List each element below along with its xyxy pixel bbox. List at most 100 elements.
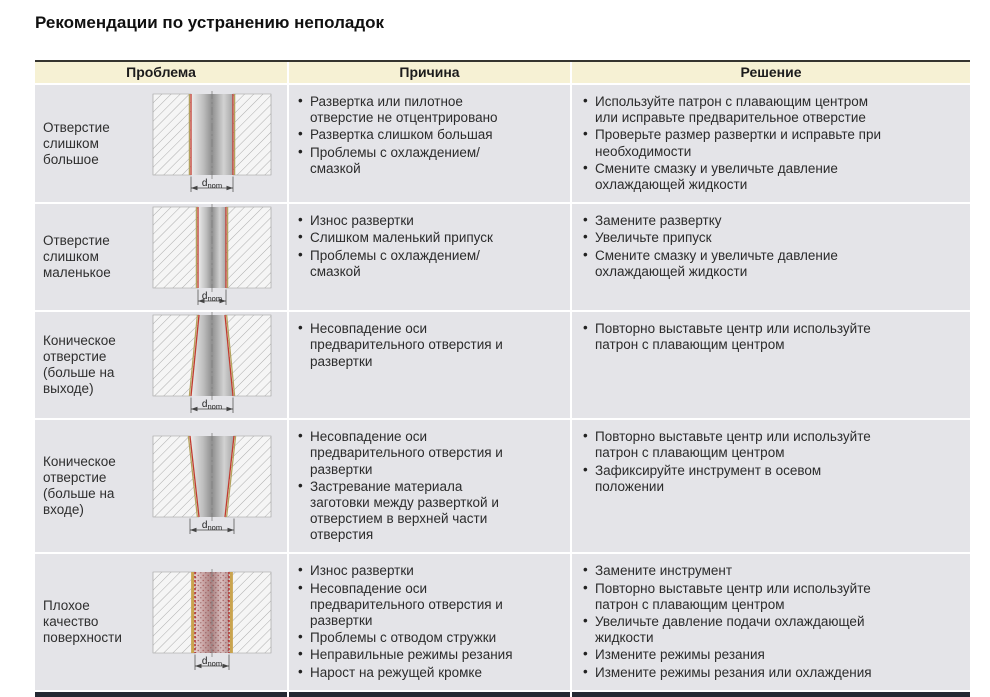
bore-wall-left xyxy=(187,436,199,518)
hole-cross-section-figure: dnom xyxy=(137,312,287,418)
dim-arrow-left xyxy=(198,298,205,304)
header-cause: Причина xyxy=(287,62,570,83)
dim-arrow-right xyxy=(219,298,226,304)
header-problem: Проблема xyxy=(126,64,196,80)
solution-item: Смените смазку и увеличьте давление охла… xyxy=(582,160,892,193)
footer-segment xyxy=(570,691,970,697)
cause-list: Несовпадение оси предварительного отверс… xyxy=(297,428,524,543)
cause-item: Несовпадение оси предварительного отверс… xyxy=(297,580,524,630)
dim-label: dnom xyxy=(202,656,222,668)
bore-edge-left xyxy=(189,436,200,518)
solution-cell: Замените инструментПовторно выставьте це… xyxy=(570,554,970,690)
cause-list: Износ разверткиНесовпадение оси предвари… xyxy=(297,562,524,681)
dim-arrow-left xyxy=(191,185,198,190)
cause-list: Износ разверткиСлишком маленький припуск… xyxy=(297,212,524,280)
hole-cross-section-figure: dnom xyxy=(137,204,287,310)
table-row: Коническое отверстие (больше на выходе) … xyxy=(35,312,970,419)
hole-cross-section: dnom xyxy=(152,312,272,414)
table-header-row: Проблема Причина Решение xyxy=(35,62,970,83)
bore-wall-left xyxy=(188,315,199,397)
solution-item: Зафиксируйте инструмент в осевом положен… xyxy=(582,461,892,495)
footer-segment xyxy=(287,691,570,697)
problem-cell: Коническое отверстие (больше на входе) d… xyxy=(35,420,287,552)
solution-list: Используйте патрон с плавающим центром и… xyxy=(582,93,892,193)
dim-label: dnom xyxy=(202,178,222,190)
cause-item: Развертка слишком большая xyxy=(297,126,524,143)
hole-cross-section: dnom xyxy=(152,90,272,192)
solution-cell: Повторно выставьте центр или используйте… xyxy=(570,420,970,553)
problem-label: Отверстие слишком большое xyxy=(43,119,110,167)
dim-label: dnom xyxy=(202,399,222,411)
bore-wall-right xyxy=(225,315,236,397)
table-row: Отверстие слишком большое dnom Развертка… xyxy=(35,85,970,203)
material-hatch-right xyxy=(232,93,272,175)
bore-edge-right xyxy=(224,315,234,397)
hole-cross-section-figure: dnom xyxy=(137,85,287,202)
cause-item: Износ развертки xyxy=(297,562,524,579)
solution-cell: Замените разверткуУвеличьте припускСмени… xyxy=(570,204,970,311)
solution-list: Замените разверткуУвеличьте припускСмени… xyxy=(582,212,892,280)
solution-item: Увеличьте давление подачи охлаждающей жи… xyxy=(582,613,892,646)
dim-arrow-left xyxy=(191,406,198,412)
troubleshooting-table: Проблема Причина Решение Отверстие слишк… xyxy=(35,60,970,697)
material-hatch-left xyxy=(152,93,192,175)
solution-cell: Используйте патрон с плавающим центром и… xyxy=(570,85,970,203)
solution-item: Повторно выставьте центр или используйте… xyxy=(582,580,892,613)
dim-arrow-right xyxy=(226,185,233,190)
solution-item: Измените режимы резания или охлаждения xyxy=(582,664,892,681)
problem-cell: Плохое качество поверхности dnom xyxy=(35,554,287,689)
solution-item: Повторно выставьте центр или используйте… xyxy=(582,320,892,353)
solution-item: Проверьте размер развертки и исправьте п… xyxy=(582,126,892,159)
bore-edge-left xyxy=(190,315,200,397)
hole-cross-section-figure: dnom xyxy=(137,420,287,552)
solution-list: Замените инструментПовторно выставьте це… xyxy=(582,562,892,681)
hole-cross-section: dnom xyxy=(152,433,272,535)
material-hatch-right xyxy=(228,571,272,654)
solution-item: Измените режимы резания xyxy=(582,646,892,663)
cause-list: Развертка или пилотное отверстие не отце… xyxy=(297,93,524,177)
bore-wall-right xyxy=(225,436,237,518)
cause-cell: Износ разверткиНесовпадение оси предвари… xyxy=(287,554,570,690)
cause-item: Развертка или пилотное отверстие не отце… xyxy=(297,93,524,126)
dim-arrow-left xyxy=(190,528,197,533)
dim-label: dnom xyxy=(202,291,222,303)
solution-item: Смените смазку и увеличьте давление охла… xyxy=(582,246,892,280)
table-row: Плохое качество поверхности dnom Износ р… xyxy=(35,554,970,690)
dim-arrow-right xyxy=(227,528,234,533)
problem-label: Коническое отверстие (больше на выходе) xyxy=(43,333,116,397)
dim-arrow-left xyxy=(195,663,202,669)
hole-cross-section: dnom xyxy=(152,569,272,671)
header-solution: Решение xyxy=(570,62,970,83)
solution-list: Повторно выставьте центр или используйте… xyxy=(582,320,892,353)
cause-item: Слишком маленький припуск xyxy=(297,229,524,246)
cause-item: Нарост на режущей кромке xyxy=(297,664,524,681)
cause-list: Несовпадение оси предварительного отверс… xyxy=(297,320,524,370)
footer-segment xyxy=(35,691,287,697)
dim-arrow-right xyxy=(222,663,229,669)
problem-cell: Коническое отверстие (больше на выходе) … xyxy=(35,312,287,418)
page-title: Рекомендации по устранению неполадок xyxy=(35,13,385,32)
solution-cell: Повторно выставьте центр или используйте… xyxy=(570,312,970,419)
solution-item: Замените развертку xyxy=(582,212,892,229)
material-hatch-right xyxy=(225,206,272,289)
solution-item: Замените инструмент xyxy=(582,562,892,579)
table-footer-bar xyxy=(35,691,970,697)
problem-label: Коническое отверстие (больше на входе) xyxy=(43,454,116,518)
table-row: Коническое отверстие (больше на входе) d… xyxy=(35,420,970,553)
cause-item: Проблемы с отводом стружки xyxy=(297,629,524,646)
cause-cell: Износ разверткиСлишком маленький припуск… xyxy=(287,204,570,311)
problem-cell: Отверстие слишком большое dnom xyxy=(35,85,287,202)
cause-cell: Развертка или пилотное отверстие не отце… xyxy=(287,85,570,203)
cause-item: Несовпадение оси предварительного отверс… xyxy=(297,320,524,370)
solution-item: Повторно выставьте центр или используйте… xyxy=(582,428,892,461)
solution-item: Используйте патрон с плавающим центром и… xyxy=(582,93,892,126)
cause-item: Проблемы с охлаждением/смазкой xyxy=(297,144,524,177)
problem-cell: Отверстие слишком маленькое dnom xyxy=(35,204,287,310)
hole-cross-section: dnom xyxy=(152,204,272,306)
material-hatch-left xyxy=(152,571,196,654)
material-hatch-left xyxy=(152,206,199,289)
solution-item: Увеличьте припуск xyxy=(582,229,892,246)
problem-label: Плохое качество поверхности xyxy=(43,598,122,646)
dim-label: dnom xyxy=(202,520,222,532)
